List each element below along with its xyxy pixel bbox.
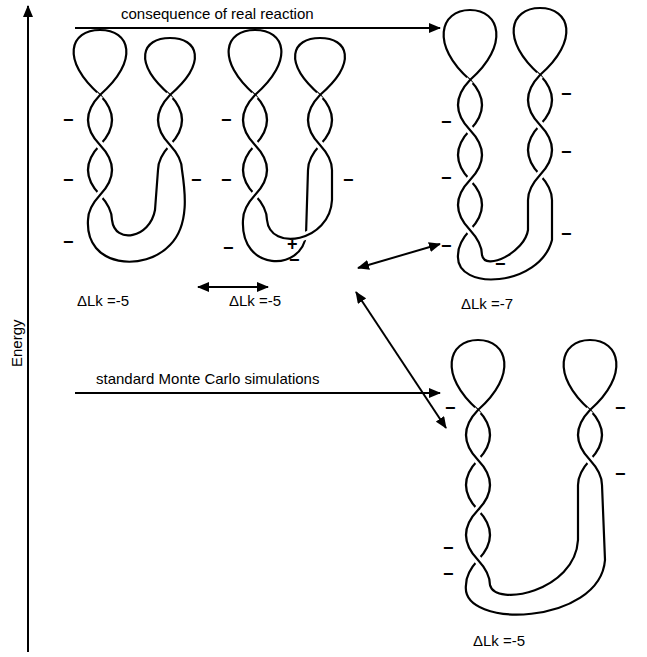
sign-label: − — [614, 466, 627, 483]
sign-label: − — [62, 172, 75, 189]
caption-text: consequence of real reaction — [120, 5, 315, 22]
dna-figure — [74, 30, 195, 262]
lk-value: ΔLk =-5 — [472, 632, 526, 649]
sign-label: − — [440, 238, 453, 255]
lk-value: ΔLk =-5 — [228, 292, 282, 309]
sign-label: − — [442, 540, 455, 557]
sign-label: + — [286, 236, 299, 253]
sign-label: − — [62, 112, 75, 129]
sign-label: − — [288, 252, 301, 269]
sign-label: − — [190, 172, 203, 189]
sign-label: − — [342, 172, 355, 189]
sign-label: − — [220, 172, 233, 189]
equilibrium-arrow — [356, 292, 446, 428]
process-arrow — [75, 392, 440, 394]
sign-label: − — [222, 240, 235, 257]
equilibrium-arrow — [198, 286, 268, 288]
energy-axis — [27, 6, 29, 652]
sign-label: − — [560, 86, 573, 103]
sign-label: − — [494, 256, 507, 273]
process-arrow — [75, 27, 440, 29]
dna-figure — [444, 8, 567, 279]
caption-text: standard Monte Carlo simulations — [95, 370, 320, 387]
dna-figure — [452, 340, 617, 615]
sign-label: − — [62, 234, 75, 251]
sign-label: − — [442, 566, 455, 583]
sign-label: − — [440, 170, 453, 187]
sign-label: − — [220, 112, 233, 129]
lk-value: ΔLk =-7 — [460, 295, 514, 312]
axis-label: Energy — [8, 318, 25, 368]
equilibrium-arrow — [358, 244, 440, 268]
sign-label: − — [560, 226, 573, 243]
sign-label: − — [560, 144, 573, 161]
dna-figure — [229, 30, 345, 261]
sign-label: − — [444, 400, 457, 417]
sign-label: − — [614, 400, 627, 417]
sign-label: − — [440, 114, 453, 131]
lk-value: ΔLk =-5 — [76, 292, 130, 309]
